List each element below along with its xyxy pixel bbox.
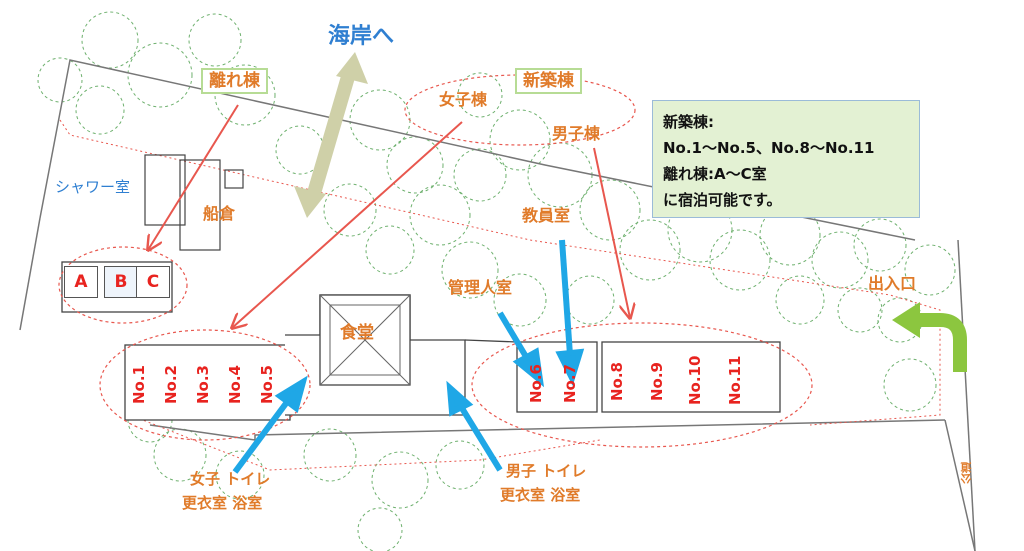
- room-no9: No.9: [648, 362, 666, 402]
- shower-room-outline: [144, 154, 186, 226]
- annex-highlight: [58, 246, 188, 324]
- room-no4: No.4: [226, 365, 244, 405]
- boys-wing-b-outline: [601, 341, 781, 413]
- dining-hall-label: 食堂: [340, 323, 374, 343]
- room-no7: No.7: [561, 364, 579, 404]
- annex-room-b: B: [104, 266, 138, 298]
- annex-room-c: C: [136, 266, 170, 298]
- info-line-1: 新築棟:: [663, 113, 714, 131]
- boys-wing-pointer-arrow: [593, 147, 630, 318]
- coast-direction-arrow: [294, 52, 368, 218]
- room-no10: No.10: [686, 355, 704, 405]
- annex-building-label: 離れ棟: [201, 68, 268, 95]
- room-no1: No.1: [130, 365, 148, 405]
- girls-facilities-label-1: 女子 トイレ: [190, 470, 271, 488]
- public-road-label: 公道: [960, 462, 973, 484]
- info-line-4: に宿泊可能です。: [663, 191, 782, 209]
- path-line: [59, 119, 941, 426]
- teachers-room-label: 教員室: [522, 206, 571, 225]
- girls-wing-label: 女子棟: [439, 90, 488, 109]
- shower-room-label: シャワー室: [55, 178, 131, 196]
- girls-wing-pointer-arrow: [232, 121, 463, 328]
- annex-pointer-arrow: [148, 104, 239, 250]
- girls-facilities-label-2: 更衣室 浴室: [182, 494, 263, 512]
- manager-room-label: 管理人室: [448, 278, 513, 297]
- room-no6: No.6: [527, 364, 545, 404]
- boys-wing-label: 男子棟: [552, 124, 601, 143]
- info-line-2: No.1〜No.5、No.8〜No.11: [663, 139, 875, 157]
- public-road-edge: [944, 419, 976, 551]
- boys-facilities-label-2: 更衣室 浴室: [500, 486, 581, 504]
- girls-wing-outline: [124, 344, 291, 421]
- to-coast-label: 海岸へ: [328, 24, 395, 49]
- room-no5: No.5: [258, 365, 276, 405]
- room-no3: No.3: [194, 365, 212, 405]
- room-no2: No.2: [162, 365, 180, 405]
- boathouse-label: 船倉: [203, 204, 236, 223]
- room-no11: No.11: [726, 355, 744, 405]
- room-no8: No.8: [608, 362, 626, 402]
- boys-wing-highlight: [471, 322, 813, 448]
- accommodation-info-box: 新築棟: No.1〜No.5、No.8〜No.11 離れ棟:A〜C室 に宿泊可能…: [652, 100, 920, 218]
- new-building-label: 新築棟: [515, 68, 582, 95]
- annex-room-a: A: [64, 266, 98, 298]
- boathouse-outline: [179, 159, 221, 251]
- info-line-3: 離れ棟:A〜C室: [663, 165, 767, 183]
- girls-wing-highlight: [99, 329, 311, 441]
- boys-facilities-label-1: 男子 トイレ: [506, 462, 587, 480]
- entrance-label: 出入口: [868, 274, 917, 293]
- entrance-green-arrow: [892, 302, 967, 372]
- blue-pointer-arrows: [232, 239, 585, 474]
